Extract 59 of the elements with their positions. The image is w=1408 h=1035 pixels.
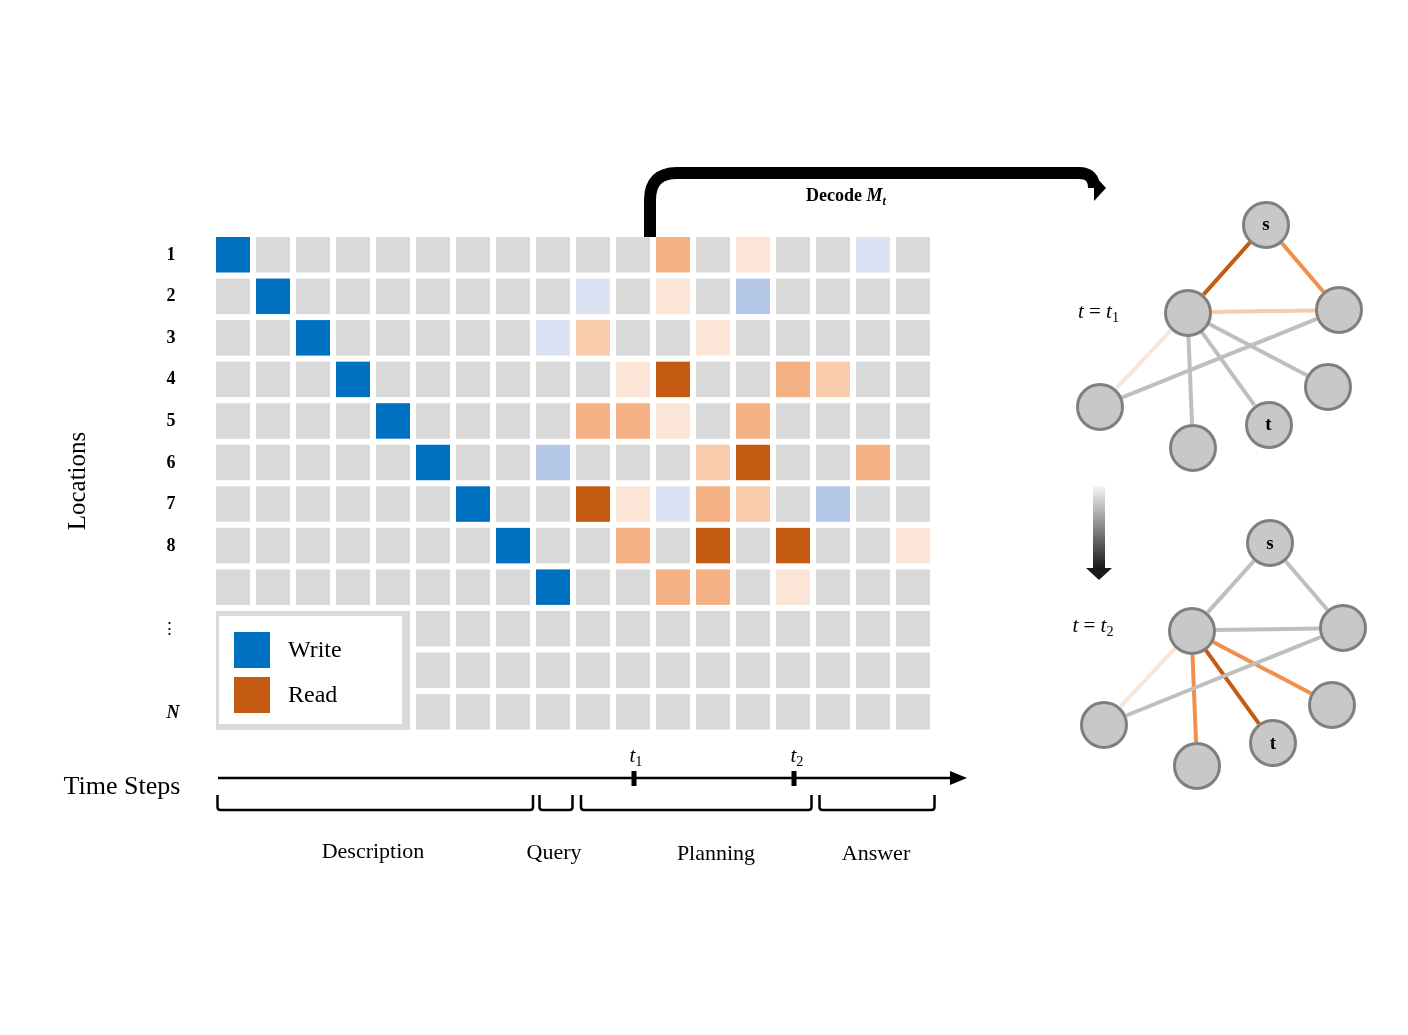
legend-label: Write [288, 635, 342, 664]
row-label: 3 [166, 326, 176, 348]
legend-label: Read [288, 680, 338, 709]
graph-edge [1215, 626, 1320, 633]
graph-edge [1202, 241, 1252, 296]
bracket-label: Query [526, 839, 582, 865]
graph-vertex [1319, 604, 1367, 652]
graph-edge [1190, 654, 1199, 743]
row-label: N [166, 701, 180, 723]
graph-edge [1211, 308, 1316, 315]
bracket-label: Description [321, 838, 425, 864]
tick-label: t$_{2}$ [790, 742, 804, 768]
graph-vertex [1242, 200, 1290, 249]
tick-label: t$_{1}$ [629, 742, 643, 768]
graph-vertex [1167, 606, 1216, 655]
vertex-label: t [1269, 732, 1277, 752]
bracket-label: Planning [676, 840, 756, 866]
state-label: t = t$_{1}$ [1077, 298, 1120, 324]
row-label: 7 [166, 492, 176, 514]
graph-vertex [1173, 742, 1221, 790]
arrow [1086, 486, 1112, 580]
graph-vertex [1075, 382, 1124, 431]
row-label: 2 [166, 284, 176, 306]
graph-vertex [1315, 286, 1363, 334]
state-label: t = t$_{2}$ [1072, 612, 1114, 638]
row-label: 5 [166, 409, 176, 431]
graph-edge [1280, 241, 1325, 294]
graph-edge [1211, 639, 1312, 696]
row-label: 1 [166, 243, 176, 265]
graph-edge [1186, 336, 1195, 425]
graph-vertex [1249, 719, 1297, 767]
graph-edge [1121, 317, 1318, 400]
graph-vertex [1246, 519, 1294, 567]
vertex-label: s [1262, 214, 1270, 233]
row-label: 8 [166, 534, 176, 555]
graph-edge [1206, 559, 1256, 614]
graph-vertex [1163, 288, 1212, 337]
graph-vertex [1304, 362, 1352, 411]
bracket-label: Answer [841, 840, 911, 866]
graph-edge [1125, 635, 1322, 718]
arrow [644, 167, 1107, 237]
graph-vertex [1080, 700, 1128, 749]
graph-edge [1203, 648, 1261, 725]
graph-vertex [1308, 680, 1356, 729]
row-label: 6 [166, 451, 176, 472]
edge-label: Decode M$_{t}$ [803, 185, 889, 207]
graph-edge [1207, 321, 1308, 378]
graph-edge [1118, 646, 1177, 709]
vertex-label: s [1266, 532, 1274, 552]
graph-edge [1284, 559, 1329, 612]
graph-vertex [1244, 400, 1293, 449]
axis-title: Locations [62, 431, 91, 531]
graph-edge [1199, 330, 1257, 407]
row-label: 4 [166, 368, 176, 389]
graph-vertex [1169, 424, 1217, 472]
vertex-label: t [1265, 414, 1272, 433]
row-label: ⋮ [160, 618, 178, 639]
graph-edge [1114, 328, 1173, 391]
axis-title: Time Steps [63, 771, 181, 801]
